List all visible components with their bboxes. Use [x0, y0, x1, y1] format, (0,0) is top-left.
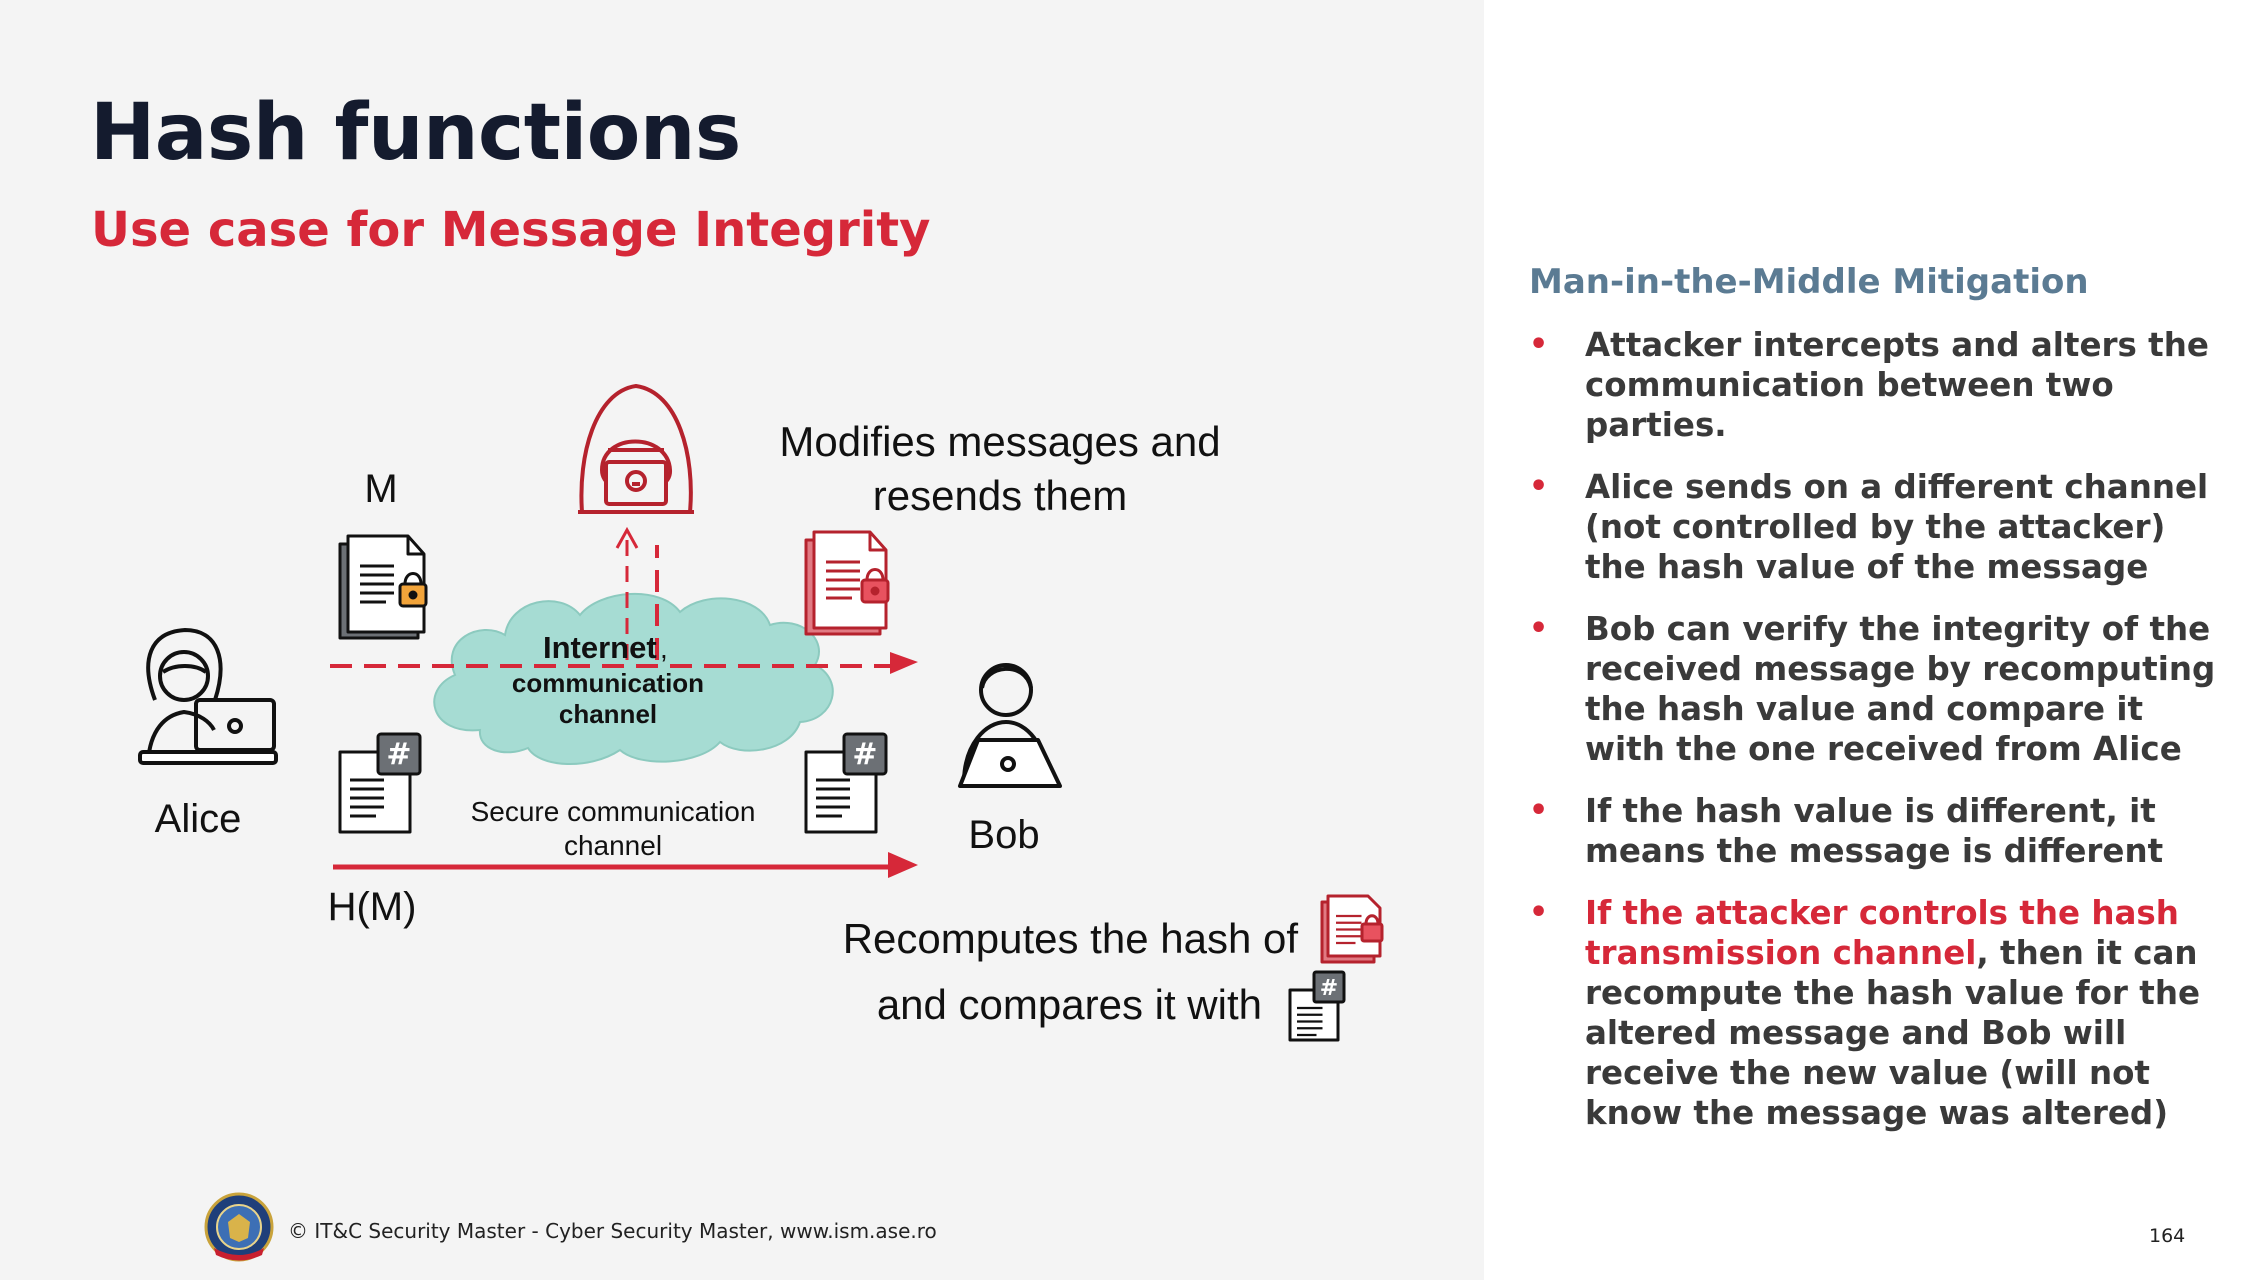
hash-glyph: # — [1320, 976, 1338, 1001]
cloud-label-internet: Internet — [543, 630, 657, 665]
bullet-item: • Alice sends on a different channel (not… — [1529, 467, 2229, 587]
bullet-dot: • — [1529, 793, 1549, 828]
cloud-label-channel: channel — [559, 699, 657, 729]
cloud-label-communication: communication — [512, 668, 704, 698]
bullet-highlight-text: If the attacker controls the hash transm… — [1585, 894, 2179, 972]
attacker-note-1: Modifies messages and — [779, 418, 1220, 465]
bullet-text: Alice sends on a different channel (not … — [1585, 468, 2209, 586]
hash-glyph: # — [852, 737, 877, 772]
cloud-label-comma: , — [660, 633, 668, 664]
bullet-item: • If the hash value is different, it mean… — [1529, 791, 2229, 871]
locked-document-icon — [804, 530, 890, 636]
bullet-text: , then it can recompute the hash value f… — [1585, 934, 2200, 1132]
locked-document-icon — [338, 534, 428, 640]
alice-laptop-icon — [138, 628, 278, 765]
bullet-item: • Bob can verify the integrity of the rec… — [1529, 609, 2229, 769]
insecure-channel-arrow — [330, 526, 918, 674]
slide-subtitle: Use case for Message Integrity — [91, 202, 931, 258]
hash-glyph: # — [386, 737, 411, 772]
bob-note-1: Recomputes the hash of — [843, 915, 1299, 962]
university-seal-icon — [204, 1192, 274, 1262]
secure-channel-arrow — [333, 852, 918, 878]
bullet-item: • If the attacker controls the hash trans… — [1529, 893, 2229, 1133]
bullet-text: Attacker intercepts and alters the commu… — [1585, 326, 2209, 444]
alice-label: Alice — [155, 797, 242, 841]
secure-channel-label-2: channel — [564, 830, 662, 861]
hash-label: H(M) — [328, 885, 417, 929]
bullet-dot: • — [1529, 611, 1549, 646]
bullet-text: Bob can verify the integrity of the rece… — [1585, 610, 2216, 768]
locked-document-icon — [1320, 894, 1384, 964]
attacker-note-2: resends them — [873, 472, 1127, 519]
slide-right-panel — [1484, 0, 2250, 1280]
bullet-list: • Attacker intercepts and alters the comm… — [1529, 325, 2229, 1155]
secure-channel-label-1: Secure communication — [471, 796, 756, 827]
hash-document-icon: # — [338, 732, 422, 834]
slide-title: Hash functions — [90, 88, 741, 178]
hash-document-icon: # — [1288, 970, 1346, 1042]
bullet-dot: • — [1529, 327, 1549, 362]
hacker-icon — [578, 384, 694, 514]
bullet-dot: • — [1529, 469, 1549, 504]
side-heading: Man-in-the-Middle Mitigation — [1529, 262, 2089, 302]
footer-copyright: © IT&C Security Master - Cyber Security … — [288, 1219, 937, 1243]
message-label: M — [364, 467, 397, 511]
bullet-dot: • — [1529, 895, 1549, 930]
bob-note-2: and compares it with — [877, 981, 1262, 1028]
bullet-item: • Attacker intercepts and alters the comm… — [1529, 325, 2229, 445]
cloud-icon — [433, 593, 834, 766]
integrity-diagram: Internet , communication channel M H(M) … — [138, 384, 1384, 1042]
hash-document-icon: # — [804, 732, 888, 834]
bob-label: Bob — [968, 813, 1039, 857]
page-number: 164 — [2149, 1225, 2186, 1247]
bob-laptop-icon — [958, 663, 1062, 788]
bullet-text: If the hash value is different, it means… — [1585, 792, 2164, 870]
